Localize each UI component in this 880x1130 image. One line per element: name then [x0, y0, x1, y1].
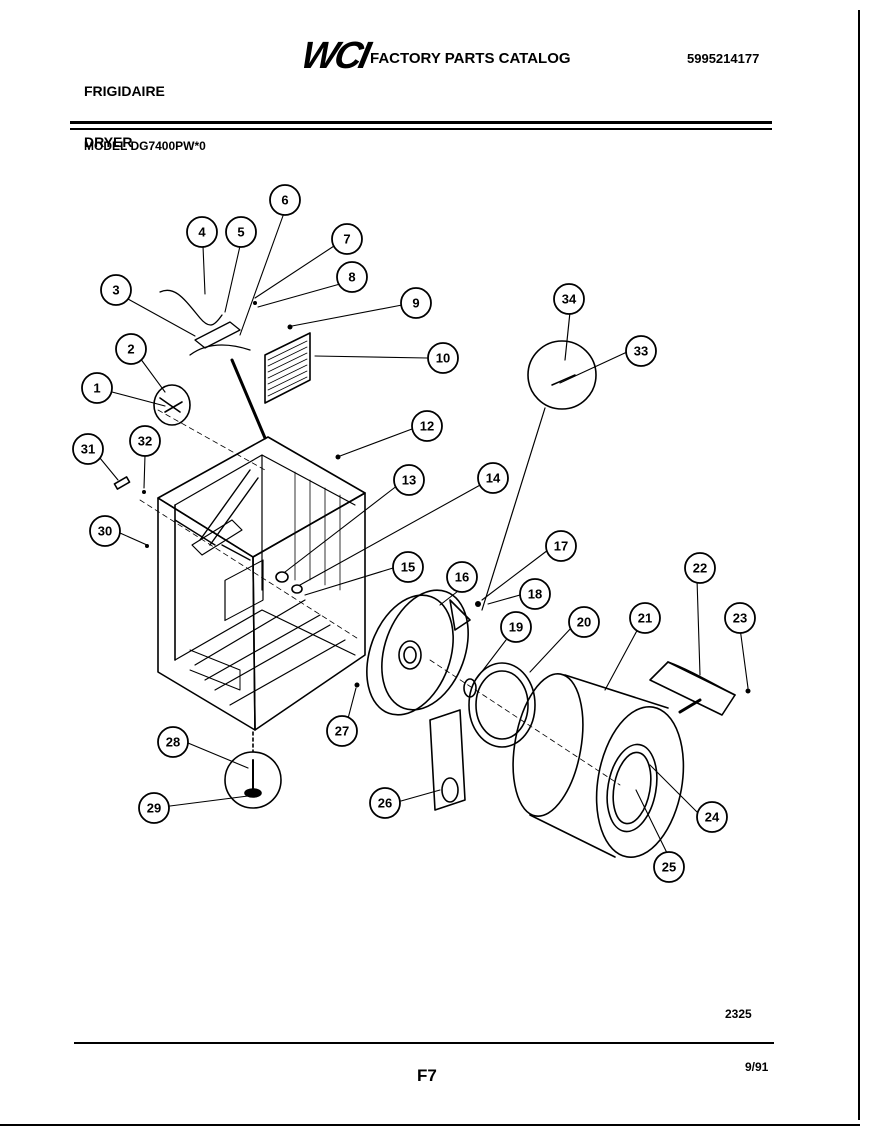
callout-8: 8: [336, 261, 368, 293]
callout-24: 24: [696, 801, 728, 833]
callout-3: 3: [100, 274, 132, 306]
callout-22: 22: [684, 552, 716, 584]
callout-26: 26: [369, 787, 401, 819]
callout-5: 5: [225, 216, 257, 248]
callout-15-label: 15: [401, 560, 415, 575]
catalog-part-number: 5995214177: [687, 51, 760, 66]
callout-13-label: 13: [402, 473, 416, 488]
callout-17: 17: [545, 530, 577, 562]
callout-13: 13: [393, 464, 425, 496]
callout-18-label: 18: [528, 587, 542, 602]
callout-29-label: 29: [147, 801, 161, 816]
page-code: F7: [417, 1066, 437, 1085]
callout-28-label: 28: [166, 735, 180, 750]
duct-drawing: [429, 709, 466, 811]
baffle-drawing: [649, 661, 736, 716]
callout-24-label: 24: [705, 810, 720, 825]
callout-6: 6: [269, 184, 301, 216]
callout-26-label: 26: [378, 796, 392, 811]
callout-23: 23: [724, 602, 756, 634]
catalog-title: FACTORY PARTS CATALOG: [370, 50, 571, 67]
callout-28: 28: [157, 726, 189, 758]
callout-1-label: 1: [93, 381, 100, 396]
drum-drawing: [512, 673, 685, 858]
callout-12-label: 12: [420, 419, 434, 434]
callout-15: 15: [392, 551, 424, 583]
callout-10: 10: [427, 342, 459, 374]
callout-20: 20: [568, 606, 600, 638]
callout-23-label: 23: [733, 611, 747, 626]
detail-inset: [527, 340, 597, 410]
callout-19-label: 19: [509, 620, 523, 635]
callout-20-label: 20: [577, 615, 591, 630]
cabinet-drawing: [157, 436, 366, 731]
callout-7-label: 7: [343, 232, 350, 247]
callout-14-label: 14: [486, 471, 501, 486]
callout-7: 7: [331, 223, 363, 255]
callout-30: 30: [89, 515, 121, 547]
callout-17-label: 17: [554, 539, 568, 554]
wire-detail-drawing: [153, 384, 191, 426]
callout-27: 27: [326, 715, 358, 747]
seal-ring-drawing: [468, 662, 536, 748]
callout-4: 4: [186, 216, 218, 248]
brand-line-2: DRYER: [84, 134, 133, 150]
revision-date: 9/91: [745, 1060, 769, 1074]
callout-1: 1: [81, 372, 113, 404]
callout-2-label: 2: [127, 342, 134, 357]
callout-25: 25: [653, 851, 685, 883]
callout-33-label: 33: [634, 344, 648, 359]
callout-4-label: 4: [198, 225, 206, 240]
callout-19: 19: [500, 611, 532, 643]
header-rule-thick: [70, 121, 772, 124]
callout-9-label: 9: [412, 296, 419, 311]
callout-32-label: 32: [138, 434, 152, 449]
callout-32: 32: [129, 425, 161, 457]
callout-30-label: 30: [98, 524, 112, 539]
diagram-code: 2325: [725, 1007, 752, 1021]
header-rule-thin: [70, 128, 772, 130]
callout-27-label: 27: [335, 724, 349, 739]
callout-31-label: 31: [81, 442, 95, 457]
power-cord-drawing: [159, 289, 251, 356]
callout-25-label: 25: [662, 860, 676, 875]
brand-label: FRIGIDAIRE DRYER: [84, 49, 165, 168]
callout-9: 9: [400, 287, 432, 319]
callout-33: 33: [625, 335, 657, 367]
callout-21-label: 21: [638, 611, 652, 626]
callout-21: 21: [629, 602, 661, 634]
callout-22-label: 22: [693, 561, 707, 576]
page-border-bottom: [0, 1124, 860, 1126]
vent-grille-drawing: [264, 332, 311, 404]
callout-14: 14: [477, 462, 509, 494]
callout-29: 29: [138, 792, 170, 824]
callout-34: 34: [553, 283, 585, 315]
callout-16: 16: [446, 561, 478, 593]
callout-34-label: 34: [562, 292, 577, 307]
brand-line-1: FRIGIDAIRE: [84, 83, 165, 99]
callout-31: 31: [72, 433, 104, 465]
footer-rule: [74, 1042, 774, 1044]
callout-18: 18: [519, 578, 551, 610]
front-panel-drawing: [366, 589, 471, 716]
callout-10-label: 10: [436, 351, 450, 366]
callout-5-label: 5: [237, 225, 244, 240]
callout-16-label: 16: [455, 570, 469, 585]
callout-2: 2: [115, 333, 147, 365]
callout-6-label: 6: [281, 193, 288, 208]
callout-8-label: 8: [348, 270, 355, 285]
callout-3-label: 3: [112, 283, 119, 298]
page-border-right: [858, 10, 860, 1120]
callout-12: 12: [411, 410, 443, 442]
model-label: MODEL DG7400PW*0: [84, 139, 206, 153]
